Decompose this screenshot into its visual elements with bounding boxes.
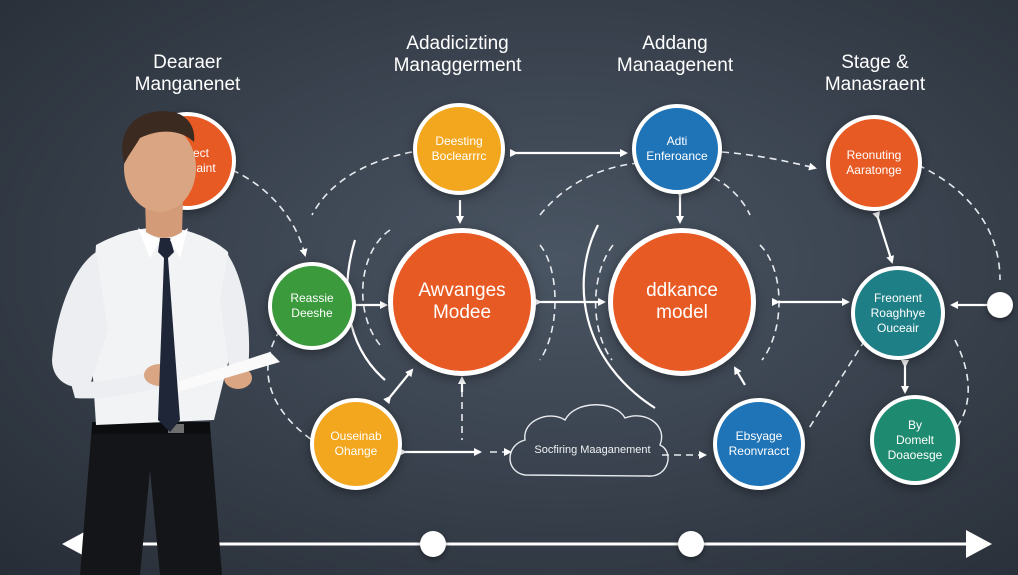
heading-2-line-2: Managgerment [393, 55, 522, 76]
presenter-figure [52, 111, 280, 575]
node-reassie-line-1: Reassie [290, 291, 334, 305]
node-by-line-1: By [907, 417, 922, 432]
node-ebsyage-line-2: Reonvracct [728, 444, 790, 458]
node-freonent-line-3: Ouceair [876, 320, 920, 335]
timeline-dot-3 [678, 531, 704, 557]
heading-4: Stage & Manasraent [805, 52, 945, 96]
heading-4-line-2: Manasraent [824, 74, 926, 95]
node-reassie-line-2: Deeshe [291, 306, 333, 320]
dashed-arc-10 [954, 339, 969, 431]
node-ebsyage-line-1: Ebsyage [735, 429, 783, 443]
dashed-arc-9 [267, 329, 313, 441]
right-endpoint-dot [987, 292, 1013, 318]
node-by-line-3: Doaoesge [887, 447, 943, 462]
dashed-arc-3 [361, 229, 391, 346]
node-freonent-line-1: Freonent [873, 290, 923, 305]
node-ouseinab-line-1: Ouseinab [330, 429, 382, 443]
timeline-dot-2 [420, 531, 446, 557]
node-awvanges-line-1: Awvanges [418, 280, 506, 301]
node-ddkance-line-1: ddkance [646, 280, 718, 301]
heading-3: Addang Manaagenent [600, 33, 750, 77]
heading-1-line-1: Dearaer [153, 52, 222, 73]
node-adti-line-1: Adti [666, 134, 688, 148]
node-ouseinab-line-2: Ohange [334, 444, 378, 458]
dashed-arc-7 [721, 151, 817, 171]
dashed-arc-8 [917, 164, 1001, 281]
solid-arc-ddkance [582, 224, 656, 409]
dashed-arc-12 [807, 339, 866, 431]
arrow-reonuting-freonent [872, 211, 894, 264]
cloud-shape [509, 404, 669, 477]
node-adti-line-2: Enferoance [646, 149, 708, 163]
node-ddkance-line-2: model [656, 302, 708, 323]
timeline-left-arrowhead [62, 530, 88, 558]
dashed-arc-6 [759, 244, 780, 361]
heading-1: Dearaer Manganenet [120, 52, 255, 96]
dashed-arc-1 [231, 169, 308, 257]
heading-3-line-1: Addang [642, 33, 708, 54]
node-awvanges-line-2: Modee [432, 302, 492, 323]
dashed-arc-2 [311, 151, 413, 216]
node-deesting-line-2: Boclearrrc [431, 149, 487, 163]
node-deesting-line-1: Deesting [435, 134, 483, 148]
heading-2: Adadicizting Managgerment [380, 33, 535, 77]
heading-2-line-1: Adadicizting [406, 33, 509, 54]
cloud-label: Socfiring Maaganement [534, 444, 651, 456]
arrow-ddkance-down [733, 366, 746, 386]
node-by-line-2: Domelt [895, 432, 934, 447]
arrow-ouseinab-awvanges [383, 368, 414, 405]
node-reonuting-line-1: Reonuting [846, 148, 902, 162]
heading-4-line-1: Stage & [841, 52, 909, 73]
timeline-right-arrowhead [966, 530, 992, 558]
heading-1-line-2: Manganenet [134, 74, 241, 95]
node-reonuting-line-2: Aaratonge [846, 163, 902, 177]
heading-3-line-2: Manaagenent [616, 55, 734, 76]
node-freonent-line-2: Roaghhye [870, 305, 926, 320]
